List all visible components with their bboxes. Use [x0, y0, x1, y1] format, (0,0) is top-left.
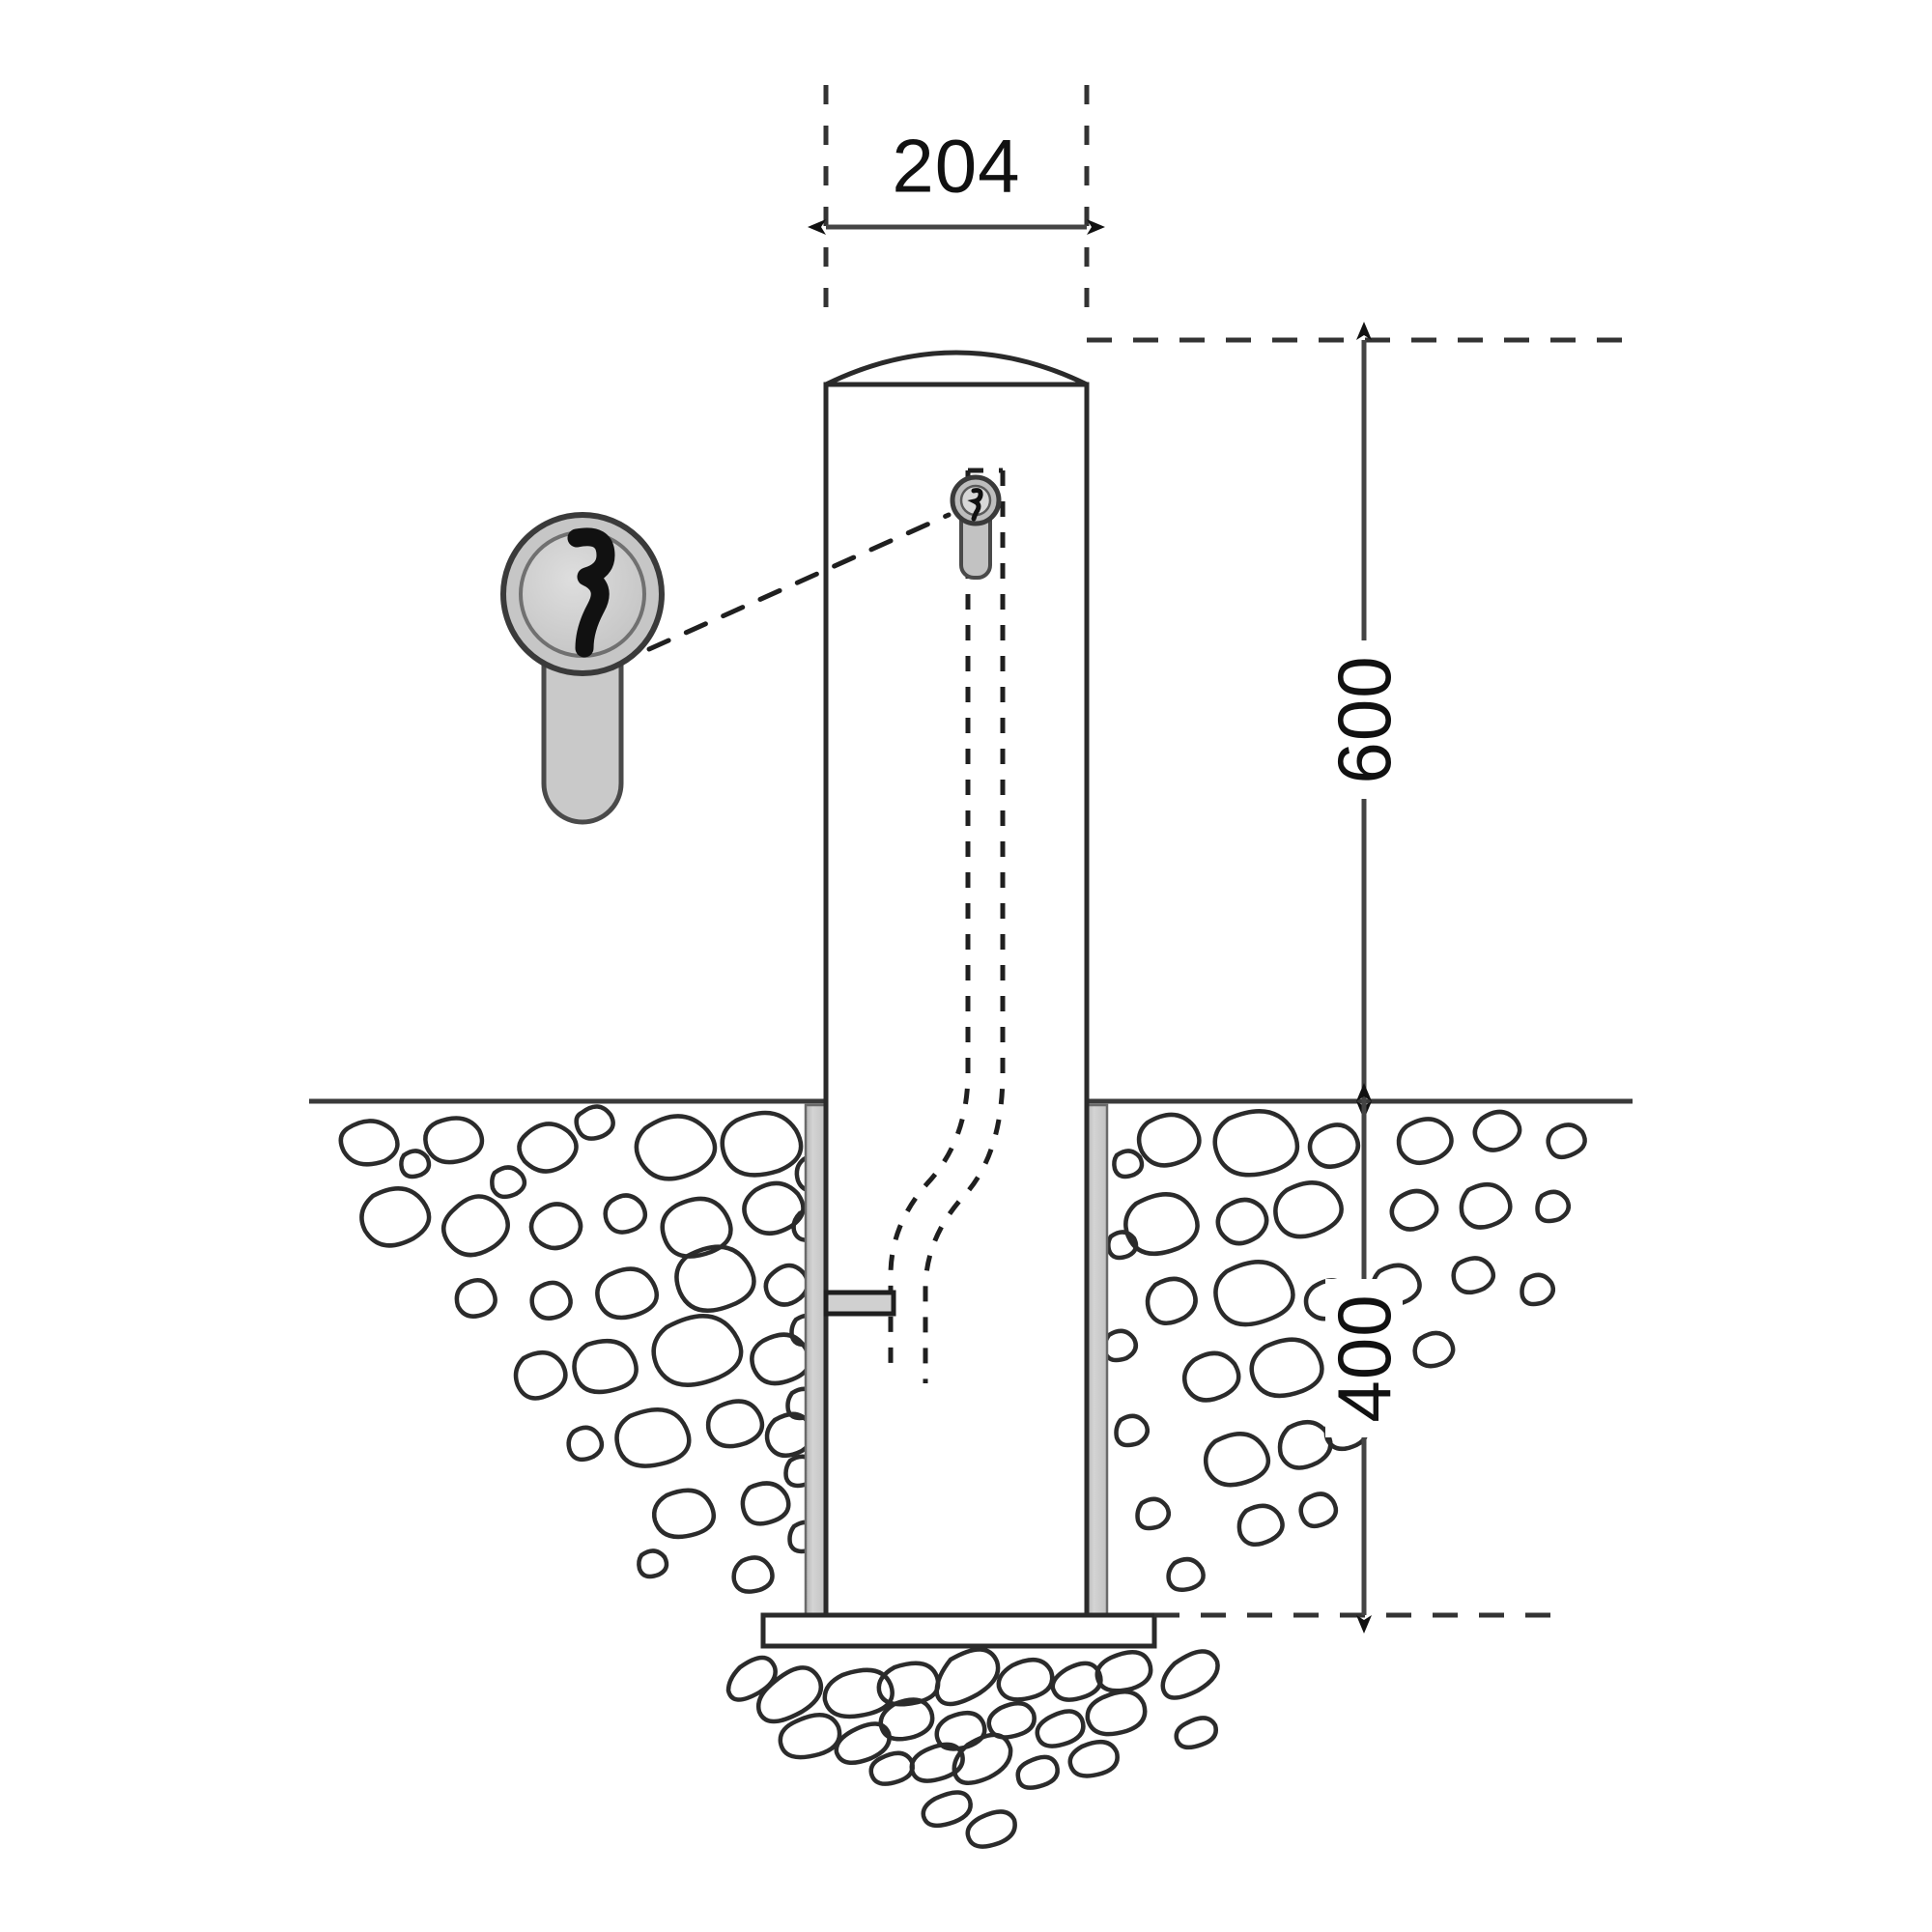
bollard-post	[823, 382, 1090, 1618]
dimension-label-below-ground: 400	[1321, 1293, 1406, 1422]
dimension-depth-400: 400	[1321, 1083, 1406, 1634]
dimension-label-above-ground: 600	[1321, 655, 1406, 783]
gravel-backfill-left	[338, 1104, 839, 1594]
detail-leader-line	[646, 512, 952, 652]
internal-locking-rod-hidden	[888, 468, 1006, 1383]
detail-lock-cylinder	[500, 512, 665, 825]
bollard-lock-cylinder[interactable]	[950, 474, 1002, 580]
gravel-bed-below-base	[725, 1647, 1220, 1849]
foundation-sleeve-left	[804, 1103, 828, 1617]
dimension-height-600: 600	[1321, 322, 1406, 1120]
base-plate	[760, 1612, 1157, 1649]
foundation-sleeve-right	[1085, 1103, 1109, 1617]
dimension-label-width: 204	[892, 124, 1020, 209]
dimension-width-204: 204	[808, 85, 1105, 328]
locking-pin	[823, 1290, 896, 1317]
bollard-dome-top	[824, 350, 1089, 387]
